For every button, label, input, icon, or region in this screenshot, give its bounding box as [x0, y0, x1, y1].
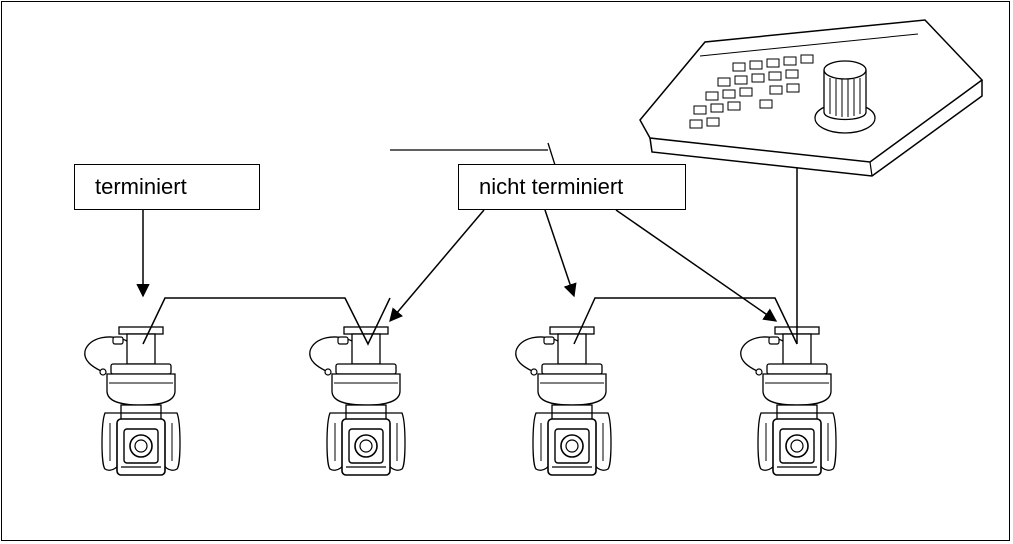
bus-wiring [142, 168, 798, 346]
ptz-camera-icon [514, 326, 612, 476]
ptz-camera-icon [83, 326, 181, 476]
label-not-terminated-text: nicht terminiert [479, 174, 624, 199]
label-not-terminated: nicht terminiert [458, 164, 686, 210]
ptz-camera-icon [739, 326, 837, 476]
pointer-arrows [136, 209, 778, 323]
label-terminated: terminiert [74, 164, 260, 210]
keyboard-controller-icon [639, 19, 984, 177]
ptz-camera-icon [308, 326, 406, 476]
label-terminated-text: terminiert [95, 174, 187, 199]
